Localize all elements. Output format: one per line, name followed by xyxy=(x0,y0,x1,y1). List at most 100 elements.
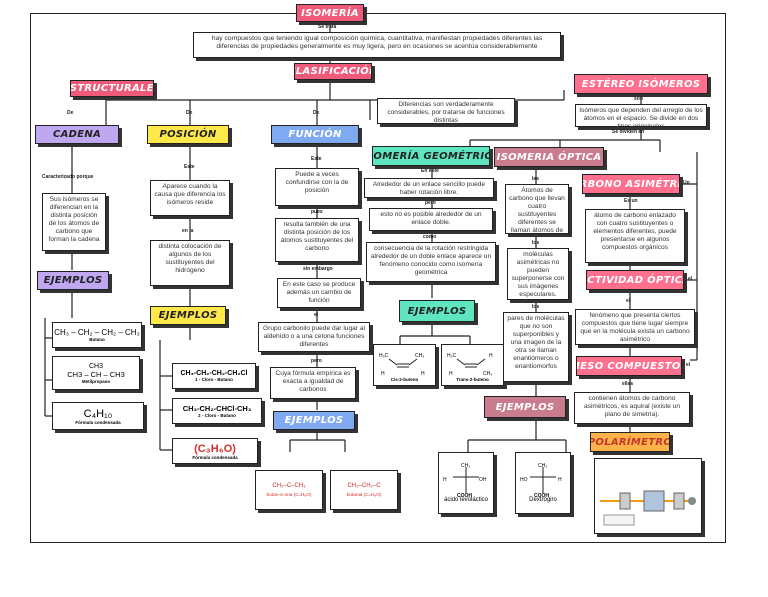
svg-text:H: H xyxy=(381,371,385,377)
cadena-ex2-formula: CH3 – CH – CH3 xyxy=(67,369,125,379)
svg-text:H: H xyxy=(421,371,425,377)
cadena-example-condensada: C₄H₁₀ Fórmula condensada xyxy=(52,402,144,430)
link-funcion-pero: pero xyxy=(311,358,322,364)
carbono-text: átomo de carbono enlazado con cuatro sus… xyxy=(585,209,685,263)
link-carbono-es-un: Es un xyxy=(624,198,638,204)
optica-text2: moléculas asimétricas no pueden superpon… xyxy=(507,248,569,300)
posicion-ex1-formula: CH₃-CH₂-CH₂-CH₂Cl xyxy=(180,370,248,377)
heading-actividad-optica: ACTIVIDAD ÓPTICA xyxy=(586,270,684,290)
estructurales-note: Diferencias son verdaderamente considera… xyxy=(377,98,515,124)
funcion-ex2-name: butanal (C₄H₈O) xyxy=(346,492,382,498)
cadena-ex1-name: Butano xyxy=(89,337,105,342)
posicion-ex3-name: Fórmula condensada xyxy=(192,454,238,460)
example-left-name: ácido levoláctico xyxy=(443,497,489,503)
cadena-text: Sus isómeros se diferencian en la distin… xyxy=(42,193,106,251)
svg-text:H: H xyxy=(443,477,447,483)
heading-funcion-ejemplos: EJEMPLOS xyxy=(273,411,355,430)
link-posicion-en-la: en la xyxy=(182,228,194,234)
posicion-ex2-name: 2 - Cloro - Butano xyxy=(198,413,236,418)
example-cis-2-buteno: H₃C CH₃ H H Cis-2-buteno xyxy=(373,344,436,386)
intro-definition: hay compuestos que teniendo igual compos… xyxy=(193,32,561,58)
heading-cadena: CADENA xyxy=(35,125,119,144)
example-acido-levolactico: CH₃ H OH COOH ácido levoláctico xyxy=(438,452,494,514)
actividad-text: fenómeno que presenta ciertos compuestos… xyxy=(575,309,695,345)
svg-text:OH: OH xyxy=(479,477,487,483)
optica-text1: Átomos de carbono que llevan cuatro sust… xyxy=(505,184,569,234)
funcion-ex2-formula: CH₃–CH₂–C xyxy=(347,482,381,489)
lactic-acid-left-icon: CH₃ H OH COOH xyxy=(443,463,487,497)
heading-optica-ejemplos: EJEMPLOS xyxy=(484,396,566,418)
link-actividad-el: el xyxy=(626,298,631,304)
svg-text:HO: HO xyxy=(520,477,528,483)
funcion-text2: resulta también de una distinta posición… xyxy=(275,218,359,262)
heading-carbono-asimetrico: CARBONO ASIMÉTRICO xyxy=(582,174,680,194)
geometrica-text2: esto no es posible alrededor de un enlac… xyxy=(369,208,493,231)
posicion-ex3-formula: (C₃H₆O) xyxy=(194,442,236,455)
link-optica-las: las xyxy=(532,176,539,182)
cis-name: Cis-2-buteno xyxy=(390,376,419,382)
link-optica-los-2: los xyxy=(532,304,540,310)
posicion-example-3: (C₃H₆O) Fórmula condensada xyxy=(172,438,258,464)
cis-structure-icon: H₃C CH₃ H H xyxy=(379,353,425,377)
link-de-funcion: De xyxy=(313,110,320,116)
svg-text:H₃C: H₃C xyxy=(447,353,457,359)
svg-text:CH₃: CH₃ xyxy=(415,353,424,359)
funcion-text1: Puede a veces confundirse con la de posi… xyxy=(275,168,359,206)
heading-estereo-isomeros: ESTÉREO ISÓMEROS xyxy=(574,74,708,94)
heading-posicion: POSICIÓN xyxy=(147,125,229,144)
posicion-ex1-name: 1 - Cloro - Butano xyxy=(195,377,233,382)
funcion-example-butanona: CH₃–C–CH₃ butan-2-ona (C₄H₈O) xyxy=(255,470,323,510)
posicion-example-2: CH₃-CH₂-CHCl-CH₃ 2 - Cloro - Butano xyxy=(172,398,262,424)
heading-isomeria-optica: ISOMERIA ÓPTICA xyxy=(494,147,604,167)
link-de-posicion: De xyxy=(186,110,193,116)
link-optica-los-1: los xyxy=(532,240,540,246)
svg-text:H₃C: H₃C xyxy=(379,353,389,359)
cadena-example-butano: CH₃ – CH₂ – CH₂ – CH₃ Butano xyxy=(52,322,142,348)
trans-structure-icon: H₃C H H CH₃ xyxy=(447,353,493,377)
link-funcion-este: Este xyxy=(311,156,322,162)
svg-text:H: H xyxy=(449,371,453,377)
example-trans-2-buteno: H₃C H H CH₃ Trans-2-buteno xyxy=(441,344,504,386)
svg-text:H: H xyxy=(489,353,493,359)
example-right-name: Dextrogiro xyxy=(529,497,557,503)
svg-text:COOH: COOH xyxy=(457,493,472,497)
heading-meso-compuestos: MESO COMPUESTOS xyxy=(576,356,682,376)
heading-posicion-ejemplos: EJEMPLOS xyxy=(150,306,226,325)
link-se-trata: Se trata xyxy=(318,24,337,30)
cadena-ex3-name: Fórmula condensada xyxy=(75,419,121,425)
link-carbono-un: Un xyxy=(683,180,690,186)
polarimeter-icon xyxy=(600,490,696,526)
link-meso-el-side: el xyxy=(686,362,691,368)
link-meso-ellas: ellas xyxy=(622,381,634,387)
posicion-ex2-formula: CH₃-CH₂-CHCl-CH₃ xyxy=(182,404,252,413)
link-caracterizado: Caracterizado porque xyxy=(42,174,94,180)
funcion-example-butanal: CH₃–CH₂–C butanal (C₄H₈O) xyxy=(330,470,398,510)
svg-text:CH₃: CH₃ xyxy=(483,371,492,377)
cadena-ex2-top: CH3 xyxy=(88,362,103,370)
svg-text:CH₃: CH₃ xyxy=(538,463,547,469)
link-geo-como: como xyxy=(423,234,437,240)
geometrica-text3: consecuencia de la rotación restringida … xyxy=(366,242,496,282)
posicion-text2: distinta colocación de algunos de los su… xyxy=(150,240,230,286)
funcion-text3: En este caso se produce además un cambio… xyxy=(277,278,361,308)
link-geo-pero: pero xyxy=(425,200,436,206)
svg-text:CH₃: CH₃ xyxy=(461,463,470,469)
link-funcion-el: el xyxy=(314,312,319,318)
heading-geometrica-ejemplos: EJEMPLOS xyxy=(399,300,475,322)
funcion-text5: Cuya fórmula empírica es exacta a iguald… xyxy=(270,367,356,399)
heading-clasificacion: CLASIFICACIÓN xyxy=(294,63,372,80)
cadena-ex1-formula: CH₃ – CH₂ – CH₂ – CH₃ xyxy=(54,328,140,337)
funcion-ex1-formula: CH₃–C–CH₃ xyxy=(272,482,306,489)
link-estereo-son: son xyxy=(634,96,643,102)
funcion-text4: Grupo carbonilo puede dar lugar al aldeh… xyxy=(258,322,370,352)
heading-estructurales: ESTRUCTURALES xyxy=(70,80,154,97)
geometrica-text1: Alrededor de un enlace sencillo puede ha… xyxy=(364,178,494,198)
cadena-ex2-name: Metilpropano xyxy=(81,378,111,384)
heading-funcion: FUNCIÓN xyxy=(271,125,359,144)
trans-name: Trans-2-buteno xyxy=(456,376,489,382)
heading-polarimetro: POLARÍMETRO xyxy=(590,432,670,452)
link-de-cadena: De xyxy=(67,110,74,116)
link-actividad-el-side: el xyxy=(688,276,693,282)
